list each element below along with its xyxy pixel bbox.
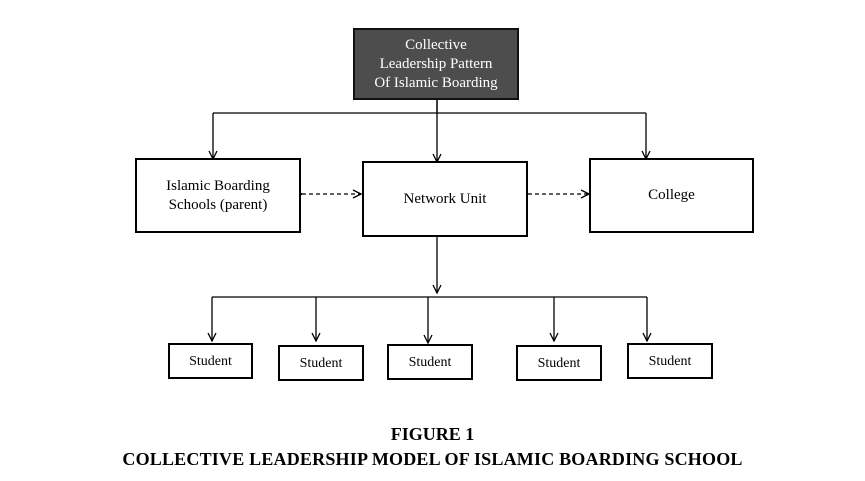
node-student-1: Student [168, 343, 253, 379]
node-student-5: Student [627, 343, 713, 379]
node-college: College [589, 158, 754, 233]
node-collective-leadership-label: Collective Leadership Pattern Of Islamic… [374, 36, 498, 91]
node-student-1-label: Student [189, 353, 232, 369]
node-student-2: Student [278, 345, 364, 381]
node-student-4: Student [516, 345, 602, 381]
node-college-label: College [648, 187, 695, 203]
node-student-3: Student [387, 344, 473, 380]
node-network-unit: Network Unit [362, 161, 528, 237]
node-islamic-boarding-schools-label: Islamic Boarding Schools (parent) [166, 177, 270, 213]
node-network-unit-label: Network Unit [403, 190, 487, 207]
node-islamic-boarding-schools: Islamic Boarding Schools (parent) [135, 158, 301, 233]
node-student-5-label: Student [648, 353, 692, 369]
figure-number: FIGURE 1 [390, 424, 475, 444]
figure-title: COLLECTIVE LEADERSHIP MODEL OF ISLAMIC B… [122, 449, 743, 469]
node-student-3-label: Student [408, 354, 452, 370]
node-student-4-label: Student [537, 355, 581, 371]
node-collective-leadership: Collective Leadership Pattern Of Islamic… [353, 28, 519, 100]
node-student-2-label: Student [299, 355, 343, 371]
